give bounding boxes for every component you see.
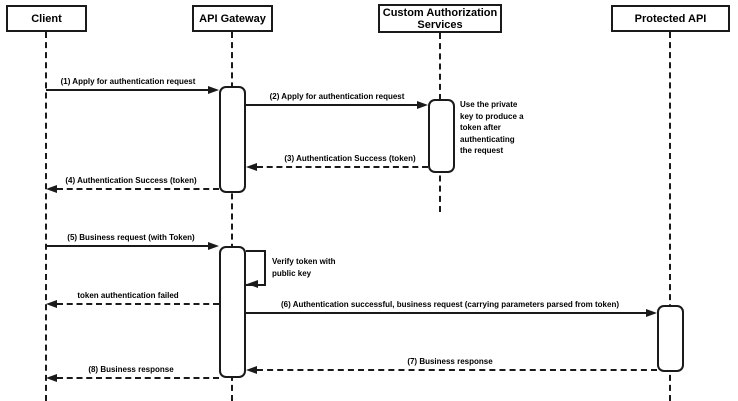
self-message-verify-arrowhead-icon [247,280,258,288]
activation-api-gateway-business [219,246,246,378]
activation-custom-auth [428,99,455,173]
message-5-label: (5) Business request (with Token) [67,233,195,242]
participant-client-label: Client [31,12,62,25]
message-3-line [257,166,428,168]
participant-client: Client [6,5,87,32]
participant-custom-auth-label: Custom Authorization Services [382,6,498,31]
activation-api-gateway-auth [219,86,246,193]
participant-api-gateway: API Gateway [192,5,273,32]
message-7-arrowhead-icon [246,366,257,374]
message-fail-arrowhead-icon [46,300,57,308]
message-3-label: (3) Authentication Success (token) [284,154,416,163]
activation-protected-api [657,305,684,372]
message-1-arrowhead-icon [208,86,219,94]
message-5-line [46,245,208,247]
message-7-label: (7) Business response [407,357,493,366]
message-1-line [46,89,208,91]
message-8-label: (8) Business response [88,365,174,374]
message-4-label: (4) Authentication Success (token) [65,176,197,185]
message-8-line [57,377,219,379]
self-message-verify-label: Verify token with public key [272,257,336,278]
message-6-arrowhead-icon [646,309,657,317]
message-2-line [246,104,417,106]
message-2-label: (2) Apply for authentication request [269,92,405,101]
participant-api-gateway-label: API Gateway [199,12,266,25]
message-fail-label: token authentication failed [77,291,179,300]
participant-protected-api-label: Protected API [634,12,707,25]
lifeline-protected-api [669,32,671,401]
note-private-key: Use the private key to produce a token a… [460,100,524,155]
message-fail-line [57,303,219,305]
lifeline-api-gateway [231,32,233,401]
message-2-arrowhead-icon [417,101,428,109]
message-8-arrowhead-icon [46,374,57,382]
message-6-label: (6) Authentication successful, business … [280,300,620,309]
message-1-label: (1) Apply for authentication request [60,77,196,86]
message-4-line [57,188,219,190]
participant-custom-auth: Custom Authorization Services [378,4,502,33]
message-4-arrowhead-icon [46,185,57,193]
message-5-arrowhead-icon [208,242,219,250]
message-6-line [246,312,646,314]
lifeline-client [45,32,47,401]
message-7-line [257,369,657,371]
participant-protected-api: Protected API [611,5,730,32]
message-3-arrowhead-icon [246,163,257,171]
